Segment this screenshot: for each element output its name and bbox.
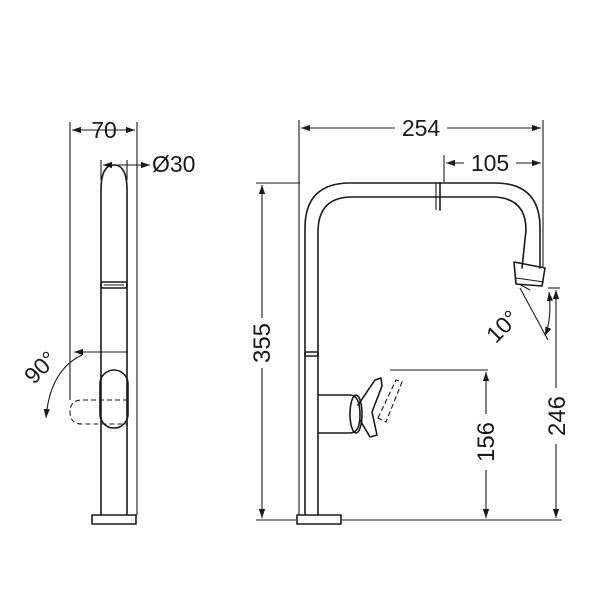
- dimension-spout-height-label: 246: [544, 396, 571, 436]
- dimension-lever-rotation: 90°: [19, 346, 128, 419]
- side-view-aerator: [100, 281, 128, 289]
- front-view-lever: [357, 377, 383, 438]
- dimension-spout-diameter: Ø30: [103, 151, 195, 177]
- side-view-lever-rotated-outline: [69, 399, 128, 425]
- dimension-total-reach-label: 254: [402, 115, 441, 141]
- side-view-base: [91, 514, 137, 525]
- front-view-lever-alt-position: [377, 379, 403, 423]
- dimension-total-reach: 254: [301, 112, 541, 141]
- dimension-side-width-label: 70: [91, 117, 117, 143]
- dimension-spray-tilt-label: 10°: [481, 305, 524, 348]
- front-view-spout-outline: [304, 182, 541, 516]
- side-view-lever-slot: [99, 369, 129, 429]
- dimension-lever-height-label: 156: [473, 422, 500, 462]
- dimension-spray-tilt: 10°: [481, 291, 554, 348]
- dimension-total-height-label: 355: [249, 323, 276, 363]
- front-view-spout-inner-outline: [317, 196, 527, 516]
- dimension-spout-height: 246: [542, 290, 571, 518]
- dimension-spout-diameter-label: Ø30: [152, 151, 195, 177]
- front-view-base: [296, 514, 342, 525]
- side-view: [69, 122, 138, 525]
- front-view: [256, 120, 562, 525]
- front-view-spray-head: [513, 261, 546, 287]
- front-view-body-band: [304, 351, 319, 357]
- dimension-side-width: 70: [72, 117, 135, 143]
- side-view-body-outline: [100, 164, 128, 516]
- dimension-spray-head-length: 105: [446, 148, 541, 176]
- dimension-total-height: 355: [248, 185, 276, 518]
- front-view-lever-boss: [317, 394, 361, 434]
- dimension-lever-height: 156: [472, 372, 500, 518]
- dimension-spray-head-length-label: 105: [471, 150, 509, 176]
